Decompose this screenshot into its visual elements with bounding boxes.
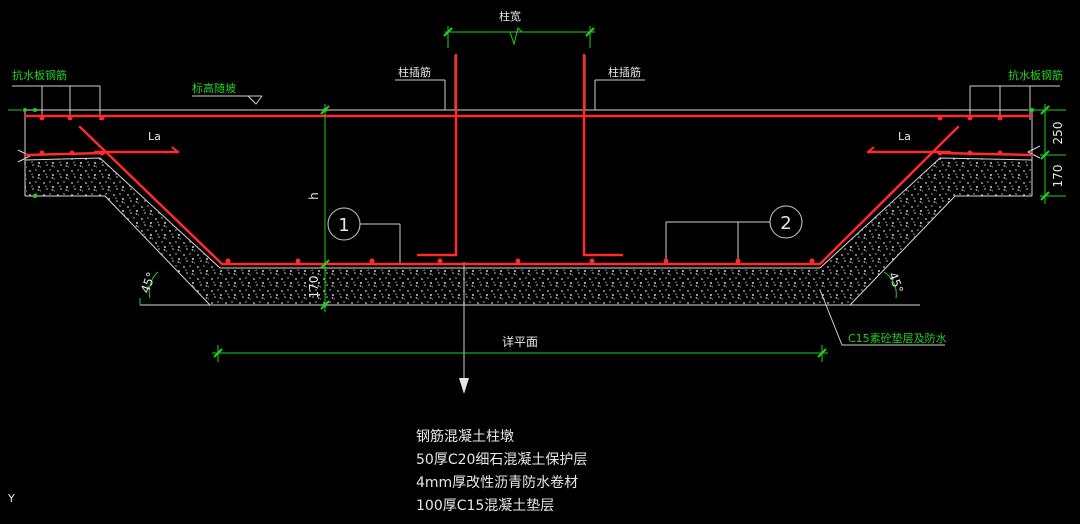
note-line-4: 100厚C15混凝土垫层 <box>416 498 554 514</box>
column-rebar-left-label: 柱插筋 <box>398 65 431 79</box>
c15-waterproof-label: C15素砼垫层及防水 <box>848 331 947 345</box>
axis-y-label: Y <box>7 492 15 505</box>
dim-170-right-label: 170 <box>1051 165 1065 188</box>
column-dowel-right <box>582 53 624 257</box>
leader-lines <box>12 79 1060 382</box>
detail-plan-label: 详平面 <box>502 334 538 349</box>
right-lower-rebar <box>938 151 1034 157</box>
callout-2-circle <box>769 205 803 239</box>
angle-right-label: 45° <box>886 270 906 295</box>
callout-1-label: 1 <box>338 215 349 236</box>
height-h-label: h <box>307 192 321 200</box>
outline-lines <box>17 55 1041 306</box>
column-width-label: 柱宽 <box>499 9 521 23</box>
anchor-right-label: La <box>898 130 911 143</box>
dim-170-left-label: 170 <box>307 276 321 299</box>
concrete-bedding <box>25 158 1032 305</box>
column-dowel-left <box>416 53 458 257</box>
bedding-left-wing <box>25 158 1032 305</box>
left-slope-rebar <box>78 125 960 266</box>
callout-1-circle <box>327 207 361 241</box>
rebar-group <box>23 53 1034 266</box>
callout-2-label: 2 <box>780 213 791 234</box>
dimension-dots <box>23 108 1034 307</box>
layer-notes: 钢筋混凝土柱墩 50厚C20细石混凝土保护层 4mm厚改性沥青防水卷材 100厚… <box>416 428 587 514</box>
dimension-ticks <box>213 27 1050 358</box>
anchor-left-label: La <box>148 130 161 143</box>
dim-250-label: 250 <box>1051 122 1065 145</box>
angle-left-label: 45° <box>138 270 158 295</box>
note-line-3: 4mm厚改性沥青防水卷材 <box>416 475 578 491</box>
rebar-dots <box>39 115 1003 264</box>
left-lower-rebar <box>23 151 106 157</box>
note-line-2: 50厚C20细石混凝土保护层 <box>416 452 587 468</box>
uplift-rebar-right-label: 抗水板钢筋 <box>1008 68 1063 82</box>
column-rebar-right-label: 柱插筋 <box>608 65 641 79</box>
section-arrow-head <box>459 378 469 394</box>
note-line-1: 钢筋混凝土柱墩 <box>416 428 514 445</box>
uplift-rebar-left-label: 抗水板钢筋 <box>12 68 67 82</box>
elevation-slope-label: 标高随坡 <box>192 81 236 95</box>
rebar-anchor-ticks <box>171 146 875 153</box>
